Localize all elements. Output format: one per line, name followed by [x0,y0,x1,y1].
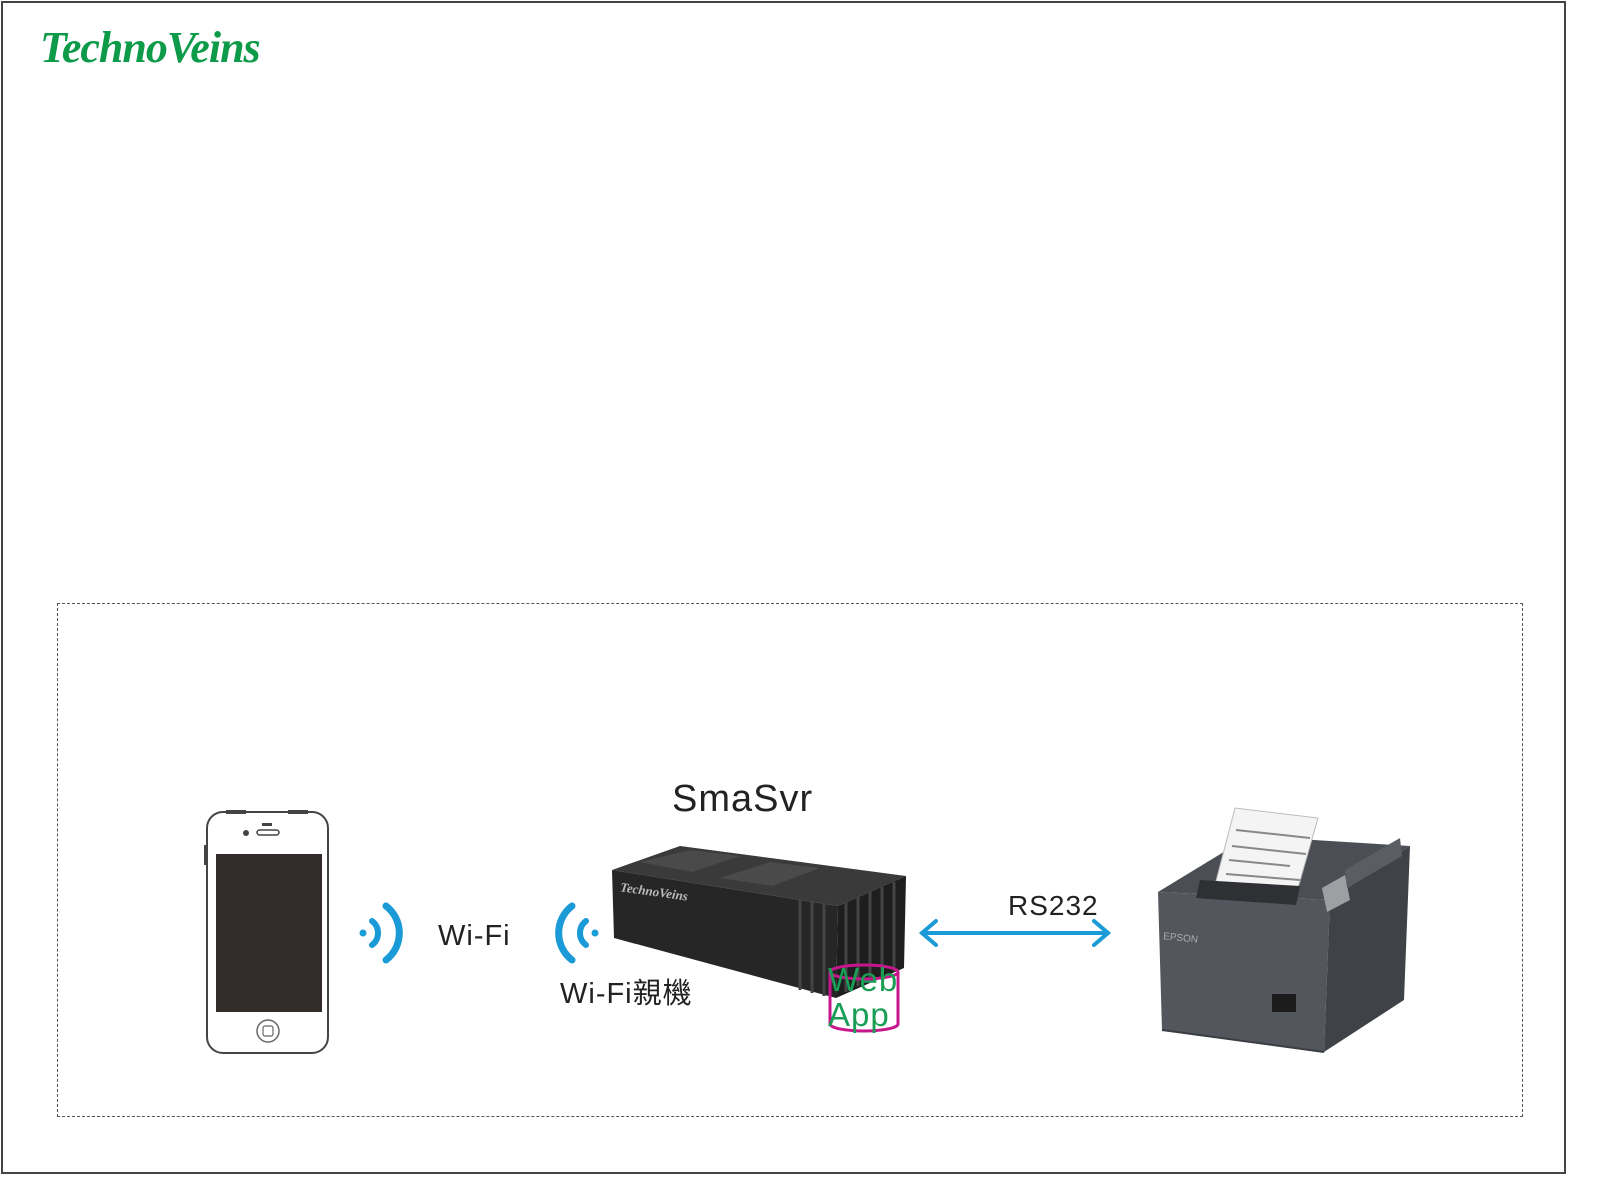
webapp-label: Web App [828,962,898,1032]
database-cylinder-icon [828,963,900,1033]
server-label: SmaSvr [672,778,814,820]
diagram-area [57,603,1523,1117]
page-frame [1,1,1566,1174]
rs232-label: RS232 [1008,890,1099,921]
server-box-icon [612,846,906,998]
webapp-label-line1: Web [828,961,899,998]
wifi-signal-icon [359,902,403,964]
double-arrow-icon [918,919,1112,947]
wifi-access-point-label: Wi-Fi親機 [560,978,693,1010]
brand-logo: TechnoVeins [40,23,261,72]
wifi-signal-icon [555,902,599,964]
wifi-label: Wi-Fi [438,920,511,952]
receipt-printer-icon [1158,807,1410,1053]
webapp-label-line2: App [828,996,890,1033]
smartphone-icon [204,810,329,1054]
